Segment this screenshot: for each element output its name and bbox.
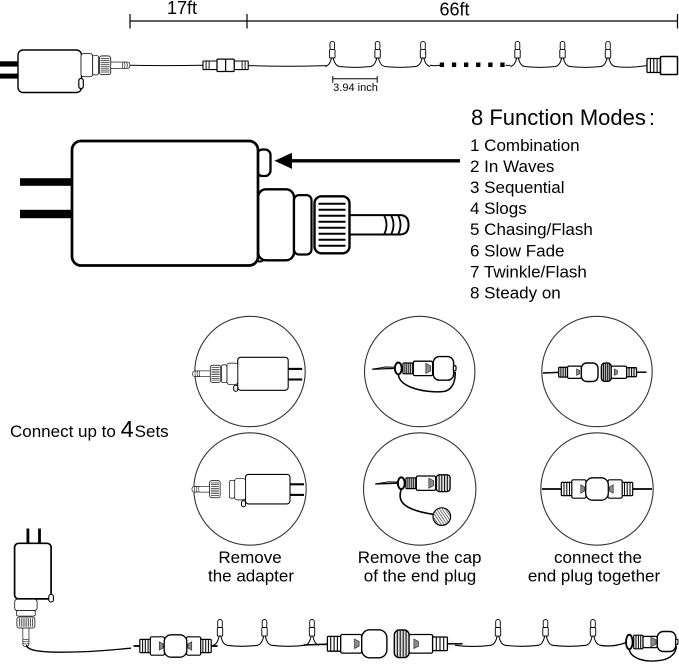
svg-text:4 Slogs: 4 Slogs	[470, 199, 527, 218]
svg-text:8 Function Modes:: 8 Function Modes:	[471, 105, 655, 130]
svg-text:3 Sequential: 3 Sequential	[470, 178, 565, 197]
svg-text:8 Steady on: 8 Steady on	[470, 284, 561, 303]
svg-text:7 Twinkle/Flash: 7 Twinkle/Flash	[470, 262, 587, 281]
svg-text:2 In Waves: 2 In Waves	[470, 157, 554, 176]
svg-text:66ft: 66ft	[439, 0, 469, 20]
svg-text:5 Chasing/Flash: 5 Chasing/Flash	[470, 220, 593, 239]
svg-text:3.94 inch: 3.94 inch	[333, 82, 378, 94]
svg-text:Remove: Remove	[218, 548, 281, 567]
svg-text:17ft: 17ft	[167, 0, 197, 18]
svg-text:connect the: connect the	[554, 548, 642, 567]
svg-text:of the end plug: of the end plug	[364, 567, 476, 586]
svg-text:the adapter: the adapter	[208, 567, 294, 586]
svg-text:6 Slow Fade: 6 Slow Fade	[470, 241, 565, 260]
svg-text:1 Combination: 1 Combination	[470, 136, 580, 155]
svg-text:Remove the cap: Remove the cap	[358, 548, 482, 567]
svg-text:end plug together: end plug together	[528, 567, 661, 586]
